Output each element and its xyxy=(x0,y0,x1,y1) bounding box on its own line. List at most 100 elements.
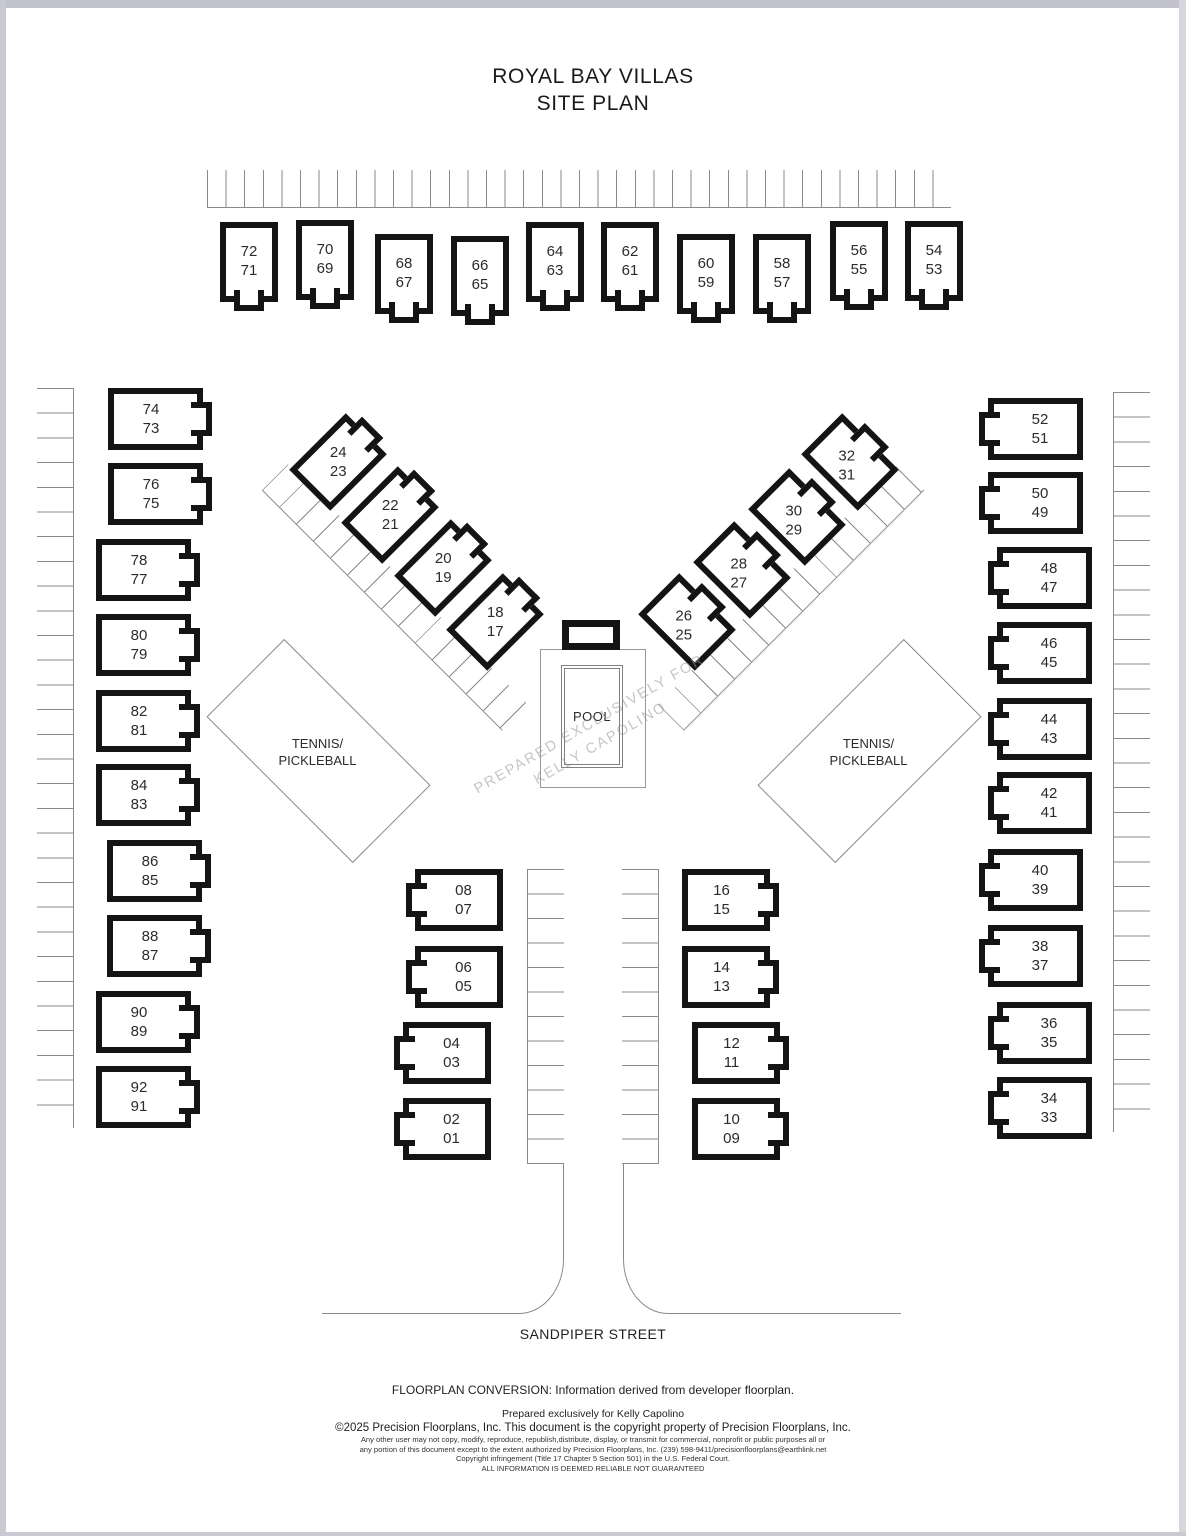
building-entry-tab xyxy=(988,561,1009,595)
building-entry-tab xyxy=(504,576,541,613)
parking-strip xyxy=(1113,392,1150,1132)
parking-strip xyxy=(622,869,659,1164)
building-entry-tab xyxy=(179,1005,200,1039)
title-line1: ROYAL BAY VILLAS xyxy=(492,65,694,88)
footer: FLOORPLAN CONVERSION: Information derive… xyxy=(0,1383,1186,1473)
page-edge-left xyxy=(0,0,6,1536)
tennis-pickleball-label: TENNIS/PICKLEBALL xyxy=(278,736,357,768)
building-entry-tab xyxy=(988,1016,1009,1050)
building-entry-tab xyxy=(399,469,436,506)
building-entry-tab xyxy=(452,522,489,559)
building-entry-tab xyxy=(615,290,645,311)
building-entry-tab xyxy=(540,290,570,311)
page-edge-top xyxy=(0,0,1186,8)
building-entry-tab xyxy=(767,302,797,323)
title-line2: SITE PLAN xyxy=(536,92,650,115)
footer-legal-3: Copyright infringement (Title 17 Chapter… xyxy=(455,1454,731,1464)
parking-strip xyxy=(37,388,74,1128)
building-entry-tab xyxy=(988,1091,1009,1125)
street-line-right xyxy=(623,1163,901,1314)
building-entry-tab xyxy=(179,778,200,812)
building-entry-tab xyxy=(988,786,1009,820)
building-entry-tab xyxy=(979,939,1000,973)
footer-legal-1: Any other user may not copy, modify, rep… xyxy=(360,1435,826,1444)
building-entry-tab xyxy=(190,854,211,888)
building-entry-tab xyxy=(988,712,1009,746)
page-edge-bottom xyxy=(0,1532,1186,1536)
building-entry-tab xyxy=(919,289,949,310)
parking-strip xyxy=(527,869,564,1164)
pool-label: POOL xyxy=(572,709,612,724)
building-entry-tab xyxy=(389,302,419,323)
building-entry-tab xyxy=(190,929,211,963)
footer-prepared-for: Prepared exclusively for Kelly Capolino xyxy=(501,1408,685,1420)
building-entry-tab xyxy=(310,288,340,309)
footer-conversion-note: FLOORPLAN CONVERSION: Information derive… xyxy=(391,1383,795,1397)
building-entry-tab xyxy=(347,416,384,453)
building-entry-tab xyxy=(850,423,889,462)
building-entry-tab xyxy=(758,883,779,917)
building-entry-tab xyxy=(768,1036,789,1070)
parking-strip xyxy=(207,170,951,208)
building-entry-tab xyxy=(191,477,212,511)
building-entry-tab xyxy=(234,290,264,311)
building-entry-tab xyxy=(691,302,721,323)
building-entry-tab xyxy=(979,863,1000,897)
building-entry-tab xyxy=(394,1036,415,1070)
